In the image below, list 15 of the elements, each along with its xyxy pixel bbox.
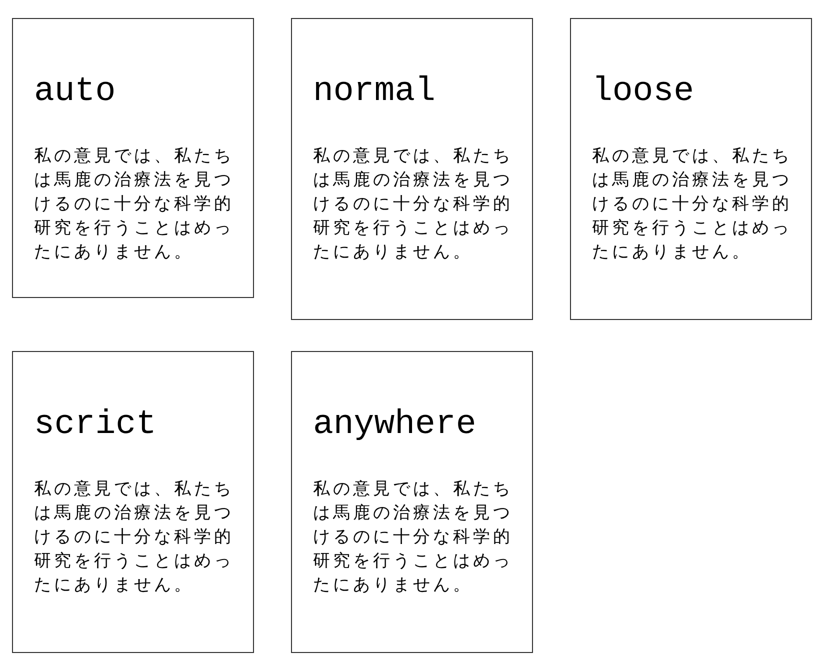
text-card <box>12 351 254 653</box>
text-card <box>291 351 533 653</box>
card-title: normal <box>313 72 436 113</box>
card-title: auto <box>34 72 116 113</box>
text-card <box>12 18 254 298</box>
sample-paragraph: 私の意見では、私たちは馬鹿の治療法を見つけるのに十分な科学的研究を行うことはめったにありません。 <box>313 145 514 264</box>
text-card <box>291 18 533 320</box>
card-title: loose <box>592 72 694 113</box>
sample-paragraph: 私の意見では、私たちは馬鹿の治療法を見つけるのに十分な科学的研究を行うことはめったにありません。 <box>34 145 235 264</box>
sample-paragraph: 私の意見では、私たちは馬鹿の治療法を見つけるのに十分な科学的研究を行うことはめったにありません。 <box>313 478 514 597</box>
card-title: anywhere <box>313 405 476 446</box>
text-card <box>570 18 812 320</box>
sample-paragraph: 私の意見では、私たちは馬鹿の治療法を見つけるのに十分な科学的研究を行うことはめったにありません。 <box>34 478 235 597</box>
card-title: scrict <box>34 405 156 446</box>
sample-paragraph: 私の意見では、私たちは馬鹿の治療法を見つけるのに十分な科学的研究を行うことはめったにありません。 <box>592 145 793 264</box>
